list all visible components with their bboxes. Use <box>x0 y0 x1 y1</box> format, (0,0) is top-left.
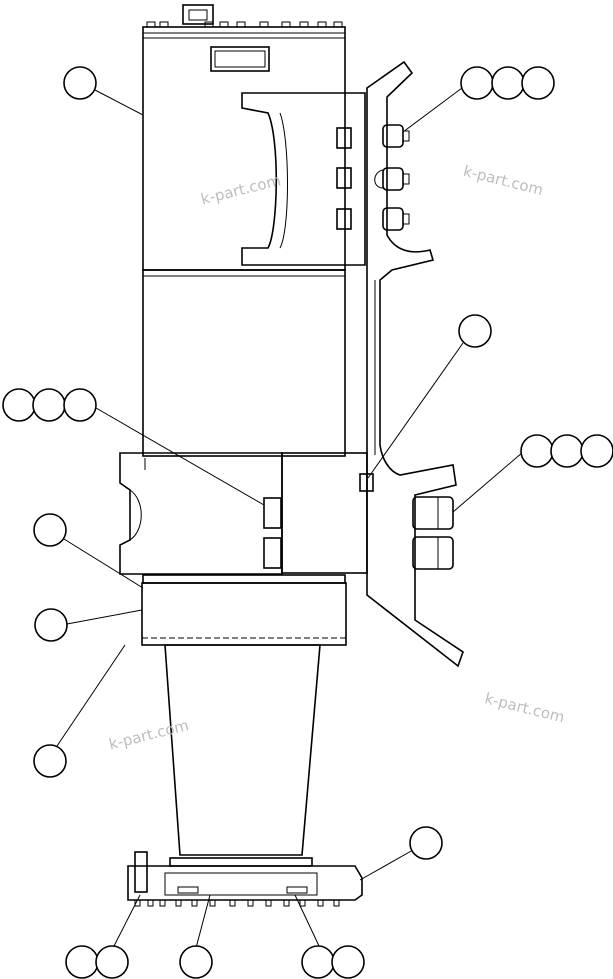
watermark-2: k-part.com <box>461 162 545 199</box>
cutter-head <box>127 851 363 907</box>
callout-flange-bolt-1[interactable] <box>2 388 36 422</box>
callout-flange-bolt-2[interactable] <box>32 388 66 422</box>
motor-housing <box>142 4 346 271</box>
callout-frame-bolt-2[interactable] <box>550 434 584 468</box>
callout-housing[interactable] <box>33 744 67 778</box>
callout-plate[interactable] <box>179 945 213 979</box>
callout-motor[interactable] <box>63 66 97 100</box>
callout-bolt-upper-2[interactable] <box>491 66 525 100</box>
callout-tooth-2[interactable] <box>95 945 129 979</box>
callout-collar[interactable] <box>34 608 68 642</box>
gear-casing <box>142 269 346 457</box>
callout-frame-bolt-1[interactable] <box>520 434 554 468</box>
callout-pick-2[interactable] <box>331 945 365 979</box>
collar-ring <box>141 574 347 646</box>
watermark-3: k-part.com <box>107 716 191 753</box>
watermark-4: k-part.com <box>483 689 567 726</box>
watermarks: k-part.com k-part.com k-part.com k-part.… <box>107 162 566 754</box>
tapered-housing <box>164 644 321 856</box>
upper-bracket <box>241 92 366 266</box>
callout-pick-1[interactable] <box>301 945 335 979</box>
flange-block <box>119 452 454 575</box>
watermark-1: k-part.com <box>199 171 283 208</box>
callout-bolt-upper-3[interactable] <box>521 66 555 100</box>
callout-flange-bolt-3[interactable] <box>63 388 97 422</box>
callout-tooth-1[interactable] <box>65 945 99 979</box>
frame-plate <box>359 60 464 668</box>
nameplate <box>210 46 270 72</box>
leader-lines <box>56 87 524 949</box>
callout-block[interactable] <box>458 314 492 348</box>
callout-ring[interactable] <box>33 513 67 547</box>
callouts <box>2 66 613 979</box>
callout-frame-bolt-3[interactable] <box>580 434 613 468</box>
callout-bolt-upper-1[interactable] <box>460 66 494 100</box>
callout-cutter-head[interactable] <box>409 826 443 860</box>
